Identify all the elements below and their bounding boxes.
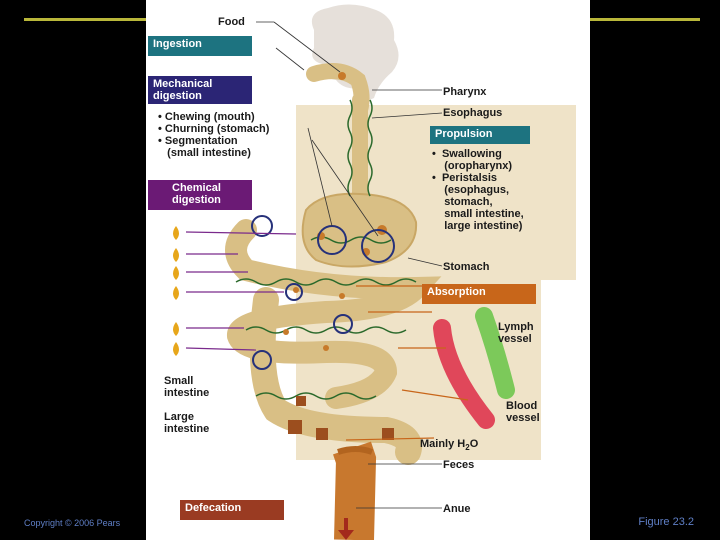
mainly-water-subscript: 2 <box>465 443 470 453</box>
propulsion-list: • Swallowing (oropharynx) • Peristalsis … <box>432 148 524 232</box>
list-item: large intestine) <box>432 220 523 232</box>
list-item: • Peristalsis <box>432 172 498 184</box>
large-intestine-label: Large intestine <box>164 411 210 435</box>
list-item: • Segmentation <box>158 135 238 147</box>
list-item: • Swallowing <box>432 148 502 160</box>
stomach-label: Stomach <box>443 261 490 273</box>
ingestion-box: Ingestion <box>148 36 252 56</box>
title-rule-right <box>590 18 700 21</box>
mechanical-digestion-list: • Chewing (mouth) • Churning (stomach) •… <box>158 111 269 159</box>
list-item: (esophagus, <box>432 184 510 196</box>
list-item: • Churning (stomach) <box>158 123 270 135</box>
list-item: (oropharynx) <box>432 160 513 172</box>
absorption-box: Absorption <box>422 284 536 304</box>
list-item: small intestine, <box>432 208 524 220</box>
mainly-water-text: Mainly H <box>420 438 466 450</box>
title-rule-left <box>24 18 146 21</box>
blood-vessel-label: Blood vessel <box>506 400 540 424</box>
anus-label: Anue <box>443 503 471 515</box>
list-item: • Chewing (mouth) <box>158 111 255 123</box>
figure-number: Figure 23.2 <box>638 516 694 528</box>
small-intestine-label: Small intestine <box>164 375 210 399</box>
diagram-panel: Food Ingestion Mechanical digestion • Ch… <box>146 0 590 540</box>
copyright-text: Copyright © 2006 Pears <box>24 518 121 528</box>
chemical-digestion-box: Chemical digestion <box>148 180 252 210</box>
defecation-box: Defecation <box>180 500 284 520</box>
mainly-water-label: Mainly H2O <box>420 438 478 454</box>
list-item: (small intestine) <box>158 147 251 159</box>
pharynx-label: Pharynx <box>443 86 487 98</box>
propulsion-box: Propulsion <box>430 126 530 144</box>
mechanical-digestion-box: Mechanical digestion <box>148 76 252 104</box>
food-label: Food <box>218 16 245 28</box>
lymph-vessel-label: Lymph vessel <box>498 321 534 345</box>
feces-label: Feces <box>443 459 475 471</box>
esophagus-label: Esophagus <box>443 107 503 119</box>
mainly-water-end: O <box>469 438 479 450</box>
list-item: stomach, <box>432 196 493 208</box>
digestive-tract-illustration <box>173 4 576 540</box>
